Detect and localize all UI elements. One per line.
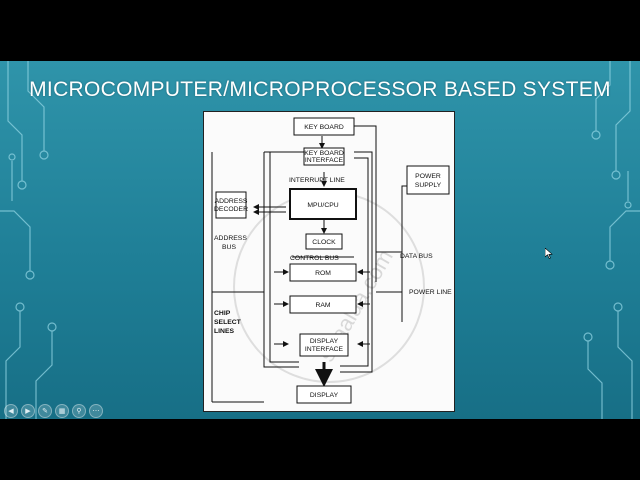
bus-lines <box>211 123 432 403</box>
clock-label: CLOCK <box>312 239 336 246</box>
previous-icon[interactable]: ◀ <box>4 404 18 418</box>
slide-title: MICROCOMPUTER/MICROPROCESSOR BASED SYSTE… <box>29 78 611 101</box>
address-decoder-block <box>215 191 247 219</box>
slides-icon[interactable]: ▦ <box>55 404 69 418</box>
block-diagram-svg: shaalaa.com <box>211 117 452 404</box>
address-decoder-label-2: DECODER <box>214 206 248 213</box>
power-supply-label-2: SUPPLY <box>415 182 442 189</box>
keyboard-interface-label-1: KEY BOARD <box>304 150 344 157</box>
ram-block <box>289 295 357 314</box>
display-block <box>296 385 352 404</box>
display-interface-label-1: DISPLAY <box>310 338 339 345</box>
power-line-label: POWER LINE <box>409 289 452 296</box>
chip-select-label-3: LINES <box>214 328 234 335</box>
chip-select-label-2: SELECT <box>214 319 242 326</box>
clock-block <box>305 233 343 250</box>
mouse-pointer-icon <box>545 248 553 259</box>
keyboard-block <box>293 117 355 136</box>
display-interface-block <box>299 333 349 357</box>
zoom-icon[interactable]: ⚲ <box>72 404 86 418</box>
slide: MICROCOMPUTER/MICROPROCESSOR BASED SYSTE… <box>0 61 640 419</box>
display-label: DISPLAY <box>310 392 339 399</box>
address-bus-label-1: ADDRESS <box>214 235 247 242</box>
presentation-toolbar: ◀ ▶ ✎ ▦ ⚲ ⋯ <box>4 404 103 418</box>
chip-select-label-1: CHIP <box>214 310 231 317</box>
display-interface-label-2: INTERFACE <box>305 346 344 353</box>
keyboard-interface-label-2: INTERFACE <box>305 157 344 164</box>
rom-label: ROM <box>315 270 331 277</box>
data-bus-label: DATA BUS <box>400 253 433 260</box>
power-supply-label-1: POWER <box>415 173 441 180</box>
rom-block <box>289 263 357 282</box>
control-bus-label: CONTROL BUS <box>290 255 339 262</box>
mpu-cpu-block <box>289 188 357 220</box>
circuit-decoration-right <box>583 61 640 419</box>
circuit-decoration-left <box>0 61 57 419</box>
address-bus-label-2: BUS <box>222 244 236 251</box>
keyboard-interface-block <box>303 147 345 166</box>
pen-icon[interactable]: ✎ <box>38 404 52 418</box>
address-decoder-label-1: ADDRESS <box>215 198 248 205</box>
mpu-cpu-label: MPU/CPU <box>307 202 338 209</box>
block-diagram: shaalaa.com <box>203 111 455 412</box>
more-icon[interactable]: ⋯ <box>89 404 103 418</box>
power-supply-block <box>406 165 450 195</box>
interrupt-line-label: INTERRUPT LINE <box>289 177 345 184</box>
play-icon[interactable]: ▶ <box>21 404 35 418</box>
keyboard-label: KEY BOARD <box>304 124 344 131</box>
ram-label: RAM <box>315 302 330 309</box>
